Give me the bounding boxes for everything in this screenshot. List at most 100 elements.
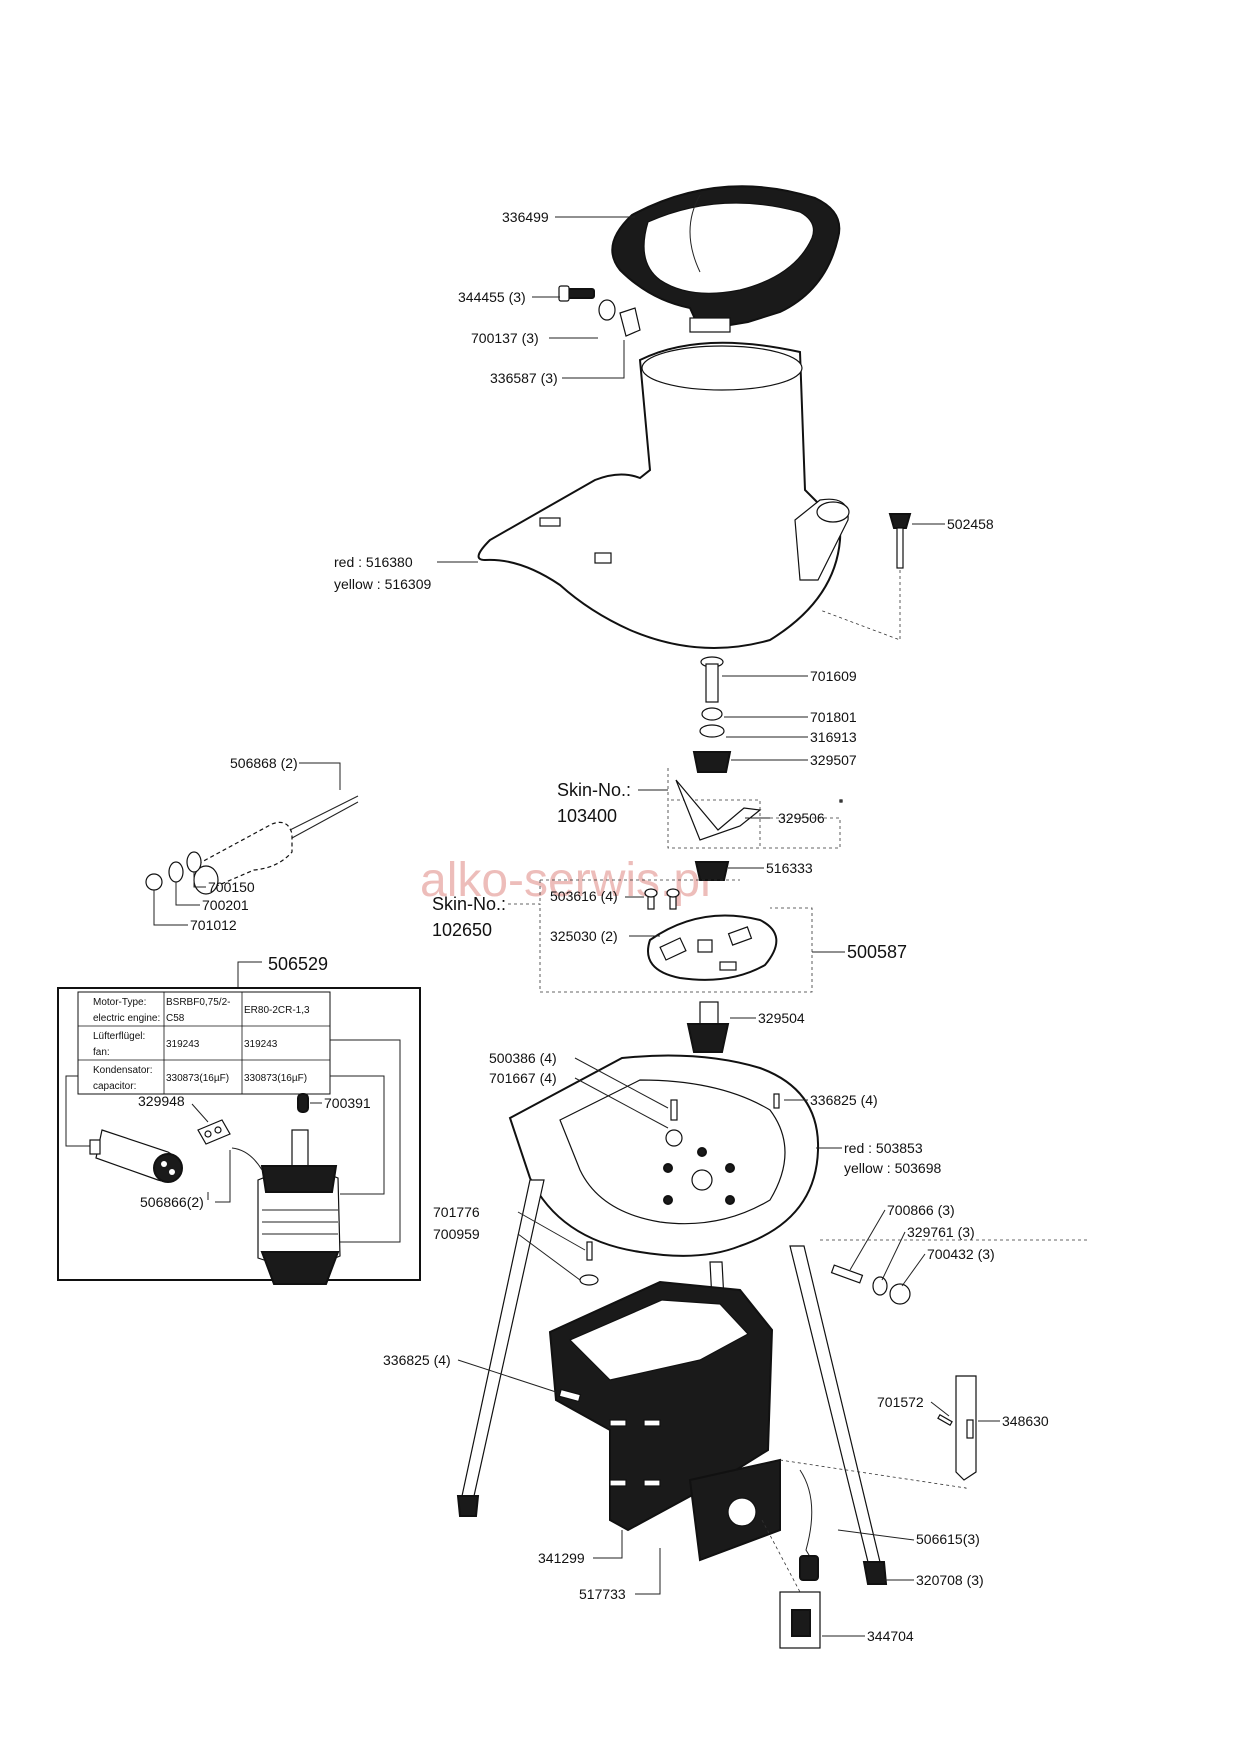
nut-701012 — [145, 873, 163, 891]
leader-506868 — [299, 762, 341, 790]
callout-344455: 344455 (3) — [458, 289, 526, 305]
callout-503698: yellow : 503698 — [844, 1160, 942, 1176]
dash-329506 — [760, 817, 841, 849]
tbl-motor-type-de: Motor-Type: — [93, 997, 146, 1008]
leader-517733 — [635, 1548, 661, 1595]
tbl-fan-val1: 319243 — [166, 1039, 200, 1050]
watermark: alko-serwis.pl — [420, 854, 711, 907]
dash-skin-102650 — [508, 903, 813, 993]
callout-503616: 503616 (4) — [550, 888, 618, 904]
block-329507 — [692, 751, 732, 773]
callout-700432: 700432 (3) — [927, 1246, 995, 1262]
knob-502458 — [888, 513, 912, 569]
tbl-fan-de: Lüfterflügel: — [93, 1031, 145, 1042]
leader-341299 — [593, 1530, 623, 1559]
hopper-bowl — [611, 185, 841, 333]
leader-table-motor — [65, 1075, 100, 1147]
part-700391 — [297, 1093, 309, 1113]
callout-701572: 701572 — [877, 1394, 924, 1410]
block-516333 — [694, 861, 730, 881]
callout-701776: 701776 — [433, 1204, 480, 1220]
callout-502458: 502458 — [947, 516, 994, 532]
leader-336587 — [562, 340, 625, 379]
callout-701012: 701012 — [190, 917, 237, 933]
leader-701667 — [574, 1077, 669, 1129]
callout-500587: 500587 — [847, 942, 907, 962]
callout-329506: 329506 — [778, 810, 825, 826]
callout-700391: 700391 — [324, 1095, 371, 1111]
coupling-329504 — [686, 1001, 730, 1053]
bolt-701609 — [700, 656, 724, 703]
callout-341299: 341299 — [538, 1550, 585, 1566]
dash-344704 — [761, 1519, 801, 1593]
washer-316913 — [699, 724, 725, 738]
skin-label-a: Skin-No.: — [557, 780, 631, 800]
callout-329504: 329504 — [758, 1010, 805, 1026]
washer-700137 — [598, 299, 616, 321]
screw-344455 — [558, 285, 595, 302]
leader-329761 — [881, 1231, 906, 1281]
callout-503853: red : 503853 — [844, 1140, 923, 1156]
callout-316913: 316913 — [810, 729, 857, 745]
screw-336825-top — [773, 1093, 780, 1109]
washer-700150 — [186, 851, 202, 873]
tbl-motor-val1b: C58 — [166, 1013, 185, 1024]
callout-344704: 344704 — [867, 1628, 914, 1644]
tbl-cap-en: capacitor: — [93, 1081, 136, 1092]
callout-700137: 700137 (3) — [471, 330, 539, 346]
legs — [456, 1179, 888, 1585]
cord — [799, 1469, 819, 1581]
callout-348630: 348630 — [1002, 1413, 1049, 1429]
callout-516333: 516333 — [766, 860, 813, 876]
callout-701667: 701667 (4) — [489, 1070, 557, 1086]
leader-table-cap — [330, 1075, 385, 1195]
motor-kit-box — [57, 987, 421, 1281]
leader-701776 — [517, 1211, 586, 1251]
washer-700201 — [168, 861, 184, 883]
disc-500587 — [647, 914, 778, 981]
leader-700866 — [849, 1209, 886, 1271]
tbl-fan-val2: 319243 — [244, 1039, 278, 1050]
leader-table-fan — [330, 1039, 401, 1243]
callout-506868: 506868 (2) — [230, 755, 298, 771]
motor-stator — [231, 1129, 341, 1285]
tbl-motor-type-en: electric engine: — [93, 1013, 160, 1024]
callout-700866: 700866 (3) — [887, 1202, 955, 1218]
screws-503616 — [644, 888, 680, 910]
leader-700201 — [175, 882, 200, 906]
screw-500386 — [665, 1099, 683, 1147]
housing-516380 — [477, 341, 850, 649]
callout-506615: 506615(3) — [916, 1531, 980, 1547]
callout-336587: 336587 (3) — [490, 370, 558, 386]
callout-700201: 700201 — [202, 897, 249, 913]
callout-320708: 320708 (3) — [916, 1572, 984, 1588]
callout-336499: 336499 — [502, 209, 549, 225]
callout-336825b: 336825 (4) — [383, 1352, 451, 1368]
leader-700150 — [193, 872, 206, 888]
tbl-cap-val2: 330873(16µF) — [244, 1073, 307, 1084]
tbl-motor-val1a: BSRBF0,75/2- — [166, 997, 230, 1008]
callout-517733: 517733 — [579, 1586, 626, 1602]
dash-502458 — [819, 570, 901, 641]
callout-701801: 701801 — [810, 709, 857, 725]
tbl-fan-en: fan: — [93, 1047, 110, 1058]
leader-700432 — [901, 1253, 926, 1287]
callout-500386: 500386 (4) — [489, 1050, 557, 1066]
leader-506615 — [837, 1529, 915, 1541]
tbl-cap-de: Kondensator: — [93, 1065, 153, 1076]
leader-701012 — [153, 890, 188, 926]
callout-700959: 700959 — [433, 1226, 480, 1242]
callout-506529: 506529 — [268, 954, 328, 974]
callout-336825a: 336825 (4) — [810, 1092, 878, 1108]
dash-329506-end — [839, 799, 843, 803]
screw-336825-lower — [558, 1388, 582, 1403]
callout-329948: 329948 — [138, 1093, 185, 1109]
clip-336587 — [619, 307, 641, 337]
callout-329507: 329507 — [810, 752, 857, 768]
tbl-motor-val2: ER80-2CR-1,3 — [244, 1005, 310, 1016]
screw-701776 — [579, 1241, 599, 1286]
leader-701572 — [930, 1401, 950, 1417]
leader-329948 — [191, 1103, 209, 1123]
screw-701572 — [937, 1413, 953, 1427]
